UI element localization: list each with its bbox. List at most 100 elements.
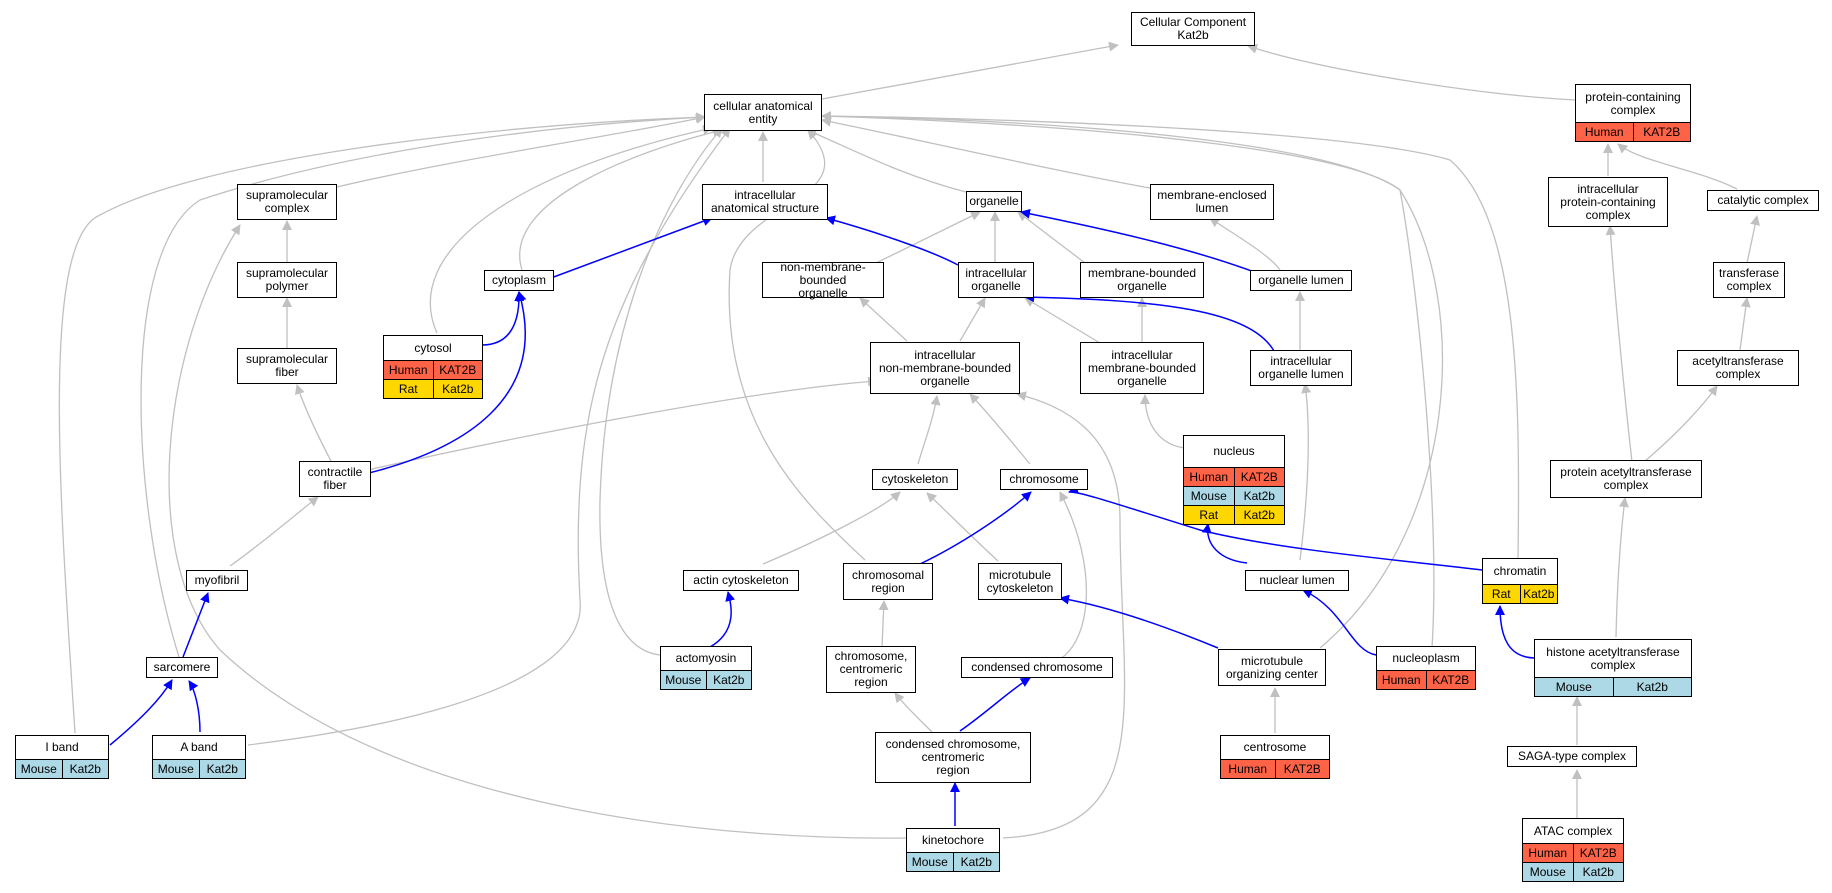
node-label: transferase complex [1718, 266, 1780, 293]
gene-symbol: Kat2b [1572, 863, 1624, 881]
organism-name: Mouse [1190, 488, 1227, 503]
organism-name: Human [1228, 761, 1268, 776]
node-mbo[interactable]: membrane-bounded organelle [1080, 262, 1204, 298]
node-actcyt[interactable]: actin cytoskeleton [683, 570, 799, 591]
edge-sarcomere-myofibril [182, 592, 210, 658]
edge-ol-mel [1209, 217, 1281, 271]
node-label: nucleoplasm [1392, 651, 1460, 665]
edge-myofibril-cf [229, 496, 319, 567]
gene-symbol: Kat2b [1233, 506, 1285, 524]
edge-actomyosin-actcyt [709, 591, 736, 648]
edge-iband-cae [58, 112, 706, 734]
edge-nucleoplasm-nl [1302, 589, 1377, 656]
organism-name: Rat [1491, 586, 1511, 601]
edge-iband-sarcomere [109, 679, 173, 746]
node-label: actomyosin [675, 651, 737, 665]
node-root[interactable]: Cellular Component Kat2b [1131, 12, 1255, 46]
node-nl[interactable]: nuclear lumen [1245, 570, 1349, 591]
node-nmbo[interactable]: non-membrane-bounded organelle [762, 260, 884, 299]
node-cccr[interactable]: condensed chromosome, centromeric region [875, 732, 1031, 783]
edge-chromreg-chromosome [919, 491, 1032, 565]
edge-cytoskeleton-inmbo [917, 395, 941, 465]
node-label: sarcomere [153, 660, 211, 674]
node-mtcyt[interactable]: microtubule cytoskeleton [978, 563, 1062, 600]
node-label: protein-containing complex [1585, 89, 1681, 117]
node-myofibril[interactable]: myofibril [186, 570, 248, 591]
node-atc[interactable]: acetyltransferase complex [1677, 350, 1799, 386]
node-tc[interactable]: transferase complex [1713, 262, 1785, 298]
edge-aband-sarcomere [188, 680, 201, 733]
node-io[interactable]: intracellular organelle [958, 262, 1034, 298]
organism-name: Mouse [911, 854, 948, 869]
organism-name: Mouse [665, 672, 702, 687]
node-label: microtubule cytoskeleton [986, 567, 1054, 595]
edge-actomyosin-cae [599, 127, 723, 656]
node-inmbo[interactable]: intracellular non-membrane-bounded organ… [870, 342, 1020, 394]
node-smf[interactable]: supramolecular fiber [237, 348, 337, 384]
node-smc[interactable]: supramolecular complex [237, 184, 337, 220]
gene-symbol: Kat2b [705, 671, 752, 689]
node-condchr[interactable]: condensed chromosome [961, 657, 1113, 678]
node-label: cytoplasm [491, 273, 547, 287]
node-label: chromatin [1493, 564, 1547, 578]
edge-patc-ipcc [1605, 225, 1633, 463]
node-chromreg[interactable]: chromosomal region [843, 563, 933, 600]
edge-hatc-chromatin [1495, 605, 1535, 659]
organism-name: Mouse [1529, 864, 1566, 879]
node-cae[interactable]: cellular anatomical entity [704, 94, 822, 131]
node-label: organelle [969, 194, 1019, 208]
gene-symbol: Kat2b [1519, 585, 1558, 603]
edge-mel-cae [821, 116, 1151, 189]
node-saga[interactable]: SAGA-type complex [1507, 746, 1637, 767]
node-ipcc[interactable]: intracellular protein-containing complex [1548, 177, 1668, 227]
node-ol[interactable]: organelle lumen [1250, 270, 1352, 291]
edge-mtcyt-cytoskeleton [926, 492, 999, 562]
gene-symbol: Kat2b [61, 760, 109, 778]
node-imbo[interactable]: intracellular membrane-bounded organelle [1080, 342, 1204, 394]
node-cytoskeleton[interactable]: cytoskeleton [872, 469, 958, 490]
node-label: chromosome [1009, 472, 1079, 486]
gene-symbol: Kat2b [1612, 678, 1692, 696]
node-ccr[interactable]: chromosome, centromeric region [826, 646, 916, 693]
edge-imbo-io [1024, 297, 1101, 344]
node-label: supramolecular complex [245, 188, 329, 215]
node-label: acetyltransferase complex [1692, 354, 1784, 381]
node-moc[interactable]: microtubule organizing center [1218, 649, 1326, 686]
node-chromosome[interactable]: chromosome [1000, 469, 1088, 490]
node-cf[interactable]: contractile fiber [299, 461, 371, 497]
node-label: microtubule organizing center [1225, 653, 1319, 681]
node-ias[interactable]: intracellular anatomical structure [702, 184, 828, 220]
node-sarcomere[interactable]: sarcomere [146, 657, 218, 678]
edge-cf-smf [294, 384, 333, 464]
node-iol[interactable]: intracellular organelle lumen [1250, 350, 1352, 386]
node-catc[interactable]: catalytic complex [1707, 190, 1819, 211]
node-organelle[interactable]: organelle [966, 191, 1022, 212]
organism-name: Rat [1199, 507, 1219, 522]
node-patc[interactable]: protein acetyltransferase complex [1550, 460, 1702, 498]
edge-io-ias [825, 215, 959, 266]
edge-moc-mtcyt [1059, 594, 1219, 649]
node-cytoplasm[interactable]: cytoplasm [484, 270, 554, 291]
node-smp[interactable]: supramolecular polymer [237, 262, 337, 298]
edge-cytosol-cae [429, 125, 713, 334]
node-mel[interactable]: membrane-enclosed lumen [1150, 184, 1274, 220]
